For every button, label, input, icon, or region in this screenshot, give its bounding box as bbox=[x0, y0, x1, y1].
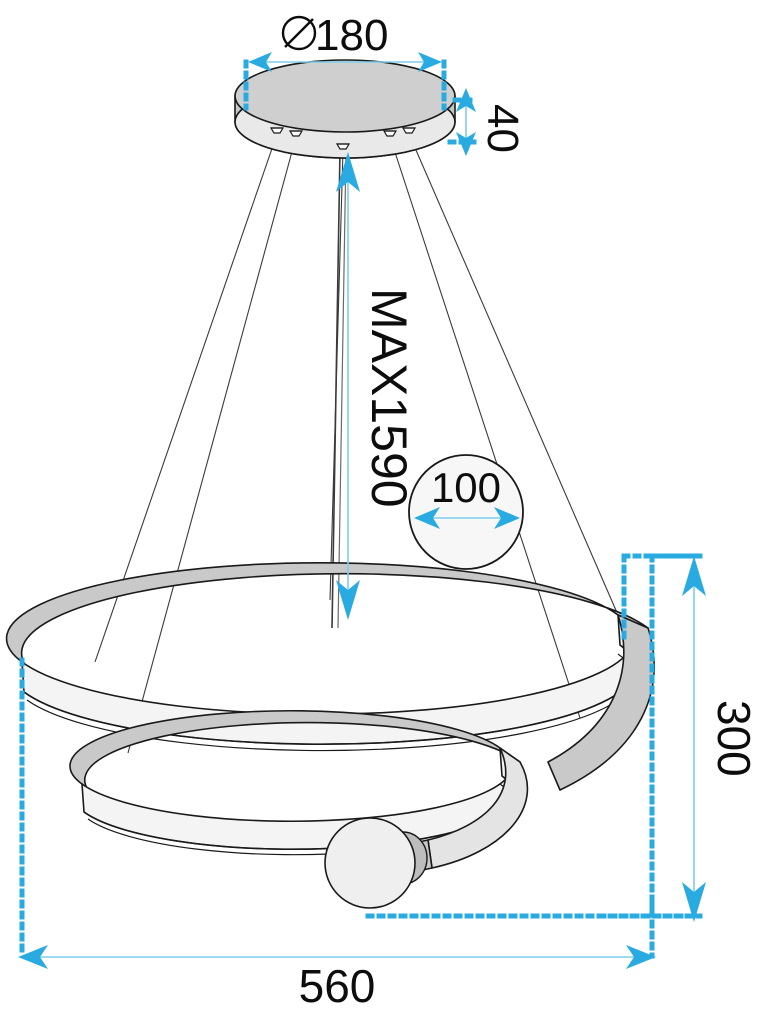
wire-anchor-4 bbox=[382, 130, 398, 137]
central-power-cable bbox=[331, 149, 347, 629]
wire-anchor-5 bbox=[401, 127, 417, 134]
arrow-left bbox=[248, 52, 272, 72]
dimension-label-max-drop: MAX1590 bbox=[361, 288, 417, 508]
arrow-right bbox=[626, 945, 656, 969]
wire-anchor-fittings bbox=[269, 127, 417, 150]
wire-anchor-3 bbox=[335, 143, 351, 150]
dimension-fixture-height: 300 bbox=[597, 553, 760, 922]
suspension-wires bbox=[94, 133, 619, 754]
arrow-right bbox=[494, 507, 520, 529]
leader-top-horizontal bbox=[621, 553, 703, 643]
dimension-canopy-diameter: 180 bbox=[243, 11, 447, 111]
arrow-left bbox=[414, 507, 440, 529]
dimension-max-drop: MAX1590 bbox=[336, 152, 417, 620]
dimension-label-fixture-height: 300 bbox=[708, 700, 760, 777]
arrow-down bbox=[456, 132, 476, 156]
diameter-symbol-icon bbox=[281, 15, 317, 51]
band-width-detail-circle: 100 bbox=[408, 454, 524, 570]
arrow-down bbox=[682, 882, 706, 922]
dimension-label-canopy-diameter: 180 bbox=[315, 11, 388, 60]
dimension-label-canopy-height: 40 bbox=[478, 104, 527, 153]
lower-end-cap-sphere bbox=[324, 817, 428, 909]
arrow-up bbox=[456, 88, 476, 112]
dimension-fixture-width: 560 bbox=[18, 657, 656, 1012]
dimension-label-band-width: 100 bbox=[431, 464, 501, 511]
arrow-down bbox=[336, 580, 360, 620]
wire-anchor-1 bbox=[269, 127, 285, 134]
dimension-label-fixture-width: 560 bbox=[299, 960, 376, 1012]
ceiling-canopy bbox=[234, 59, 456, 159]
arrow-up bbox=[336, 152, 360, 192]
wire-anchor-2 bbox=[288, 130, 304, 137]
arrow-right bbox=[418, 52, 442, 72]
arrow-left bbox=[18, 945, 48, 969]
dimension-canopy-height: 40 bbox=[447, 88, 527, 156]
arrow-up bbox=[682, 556, 706, 596]
